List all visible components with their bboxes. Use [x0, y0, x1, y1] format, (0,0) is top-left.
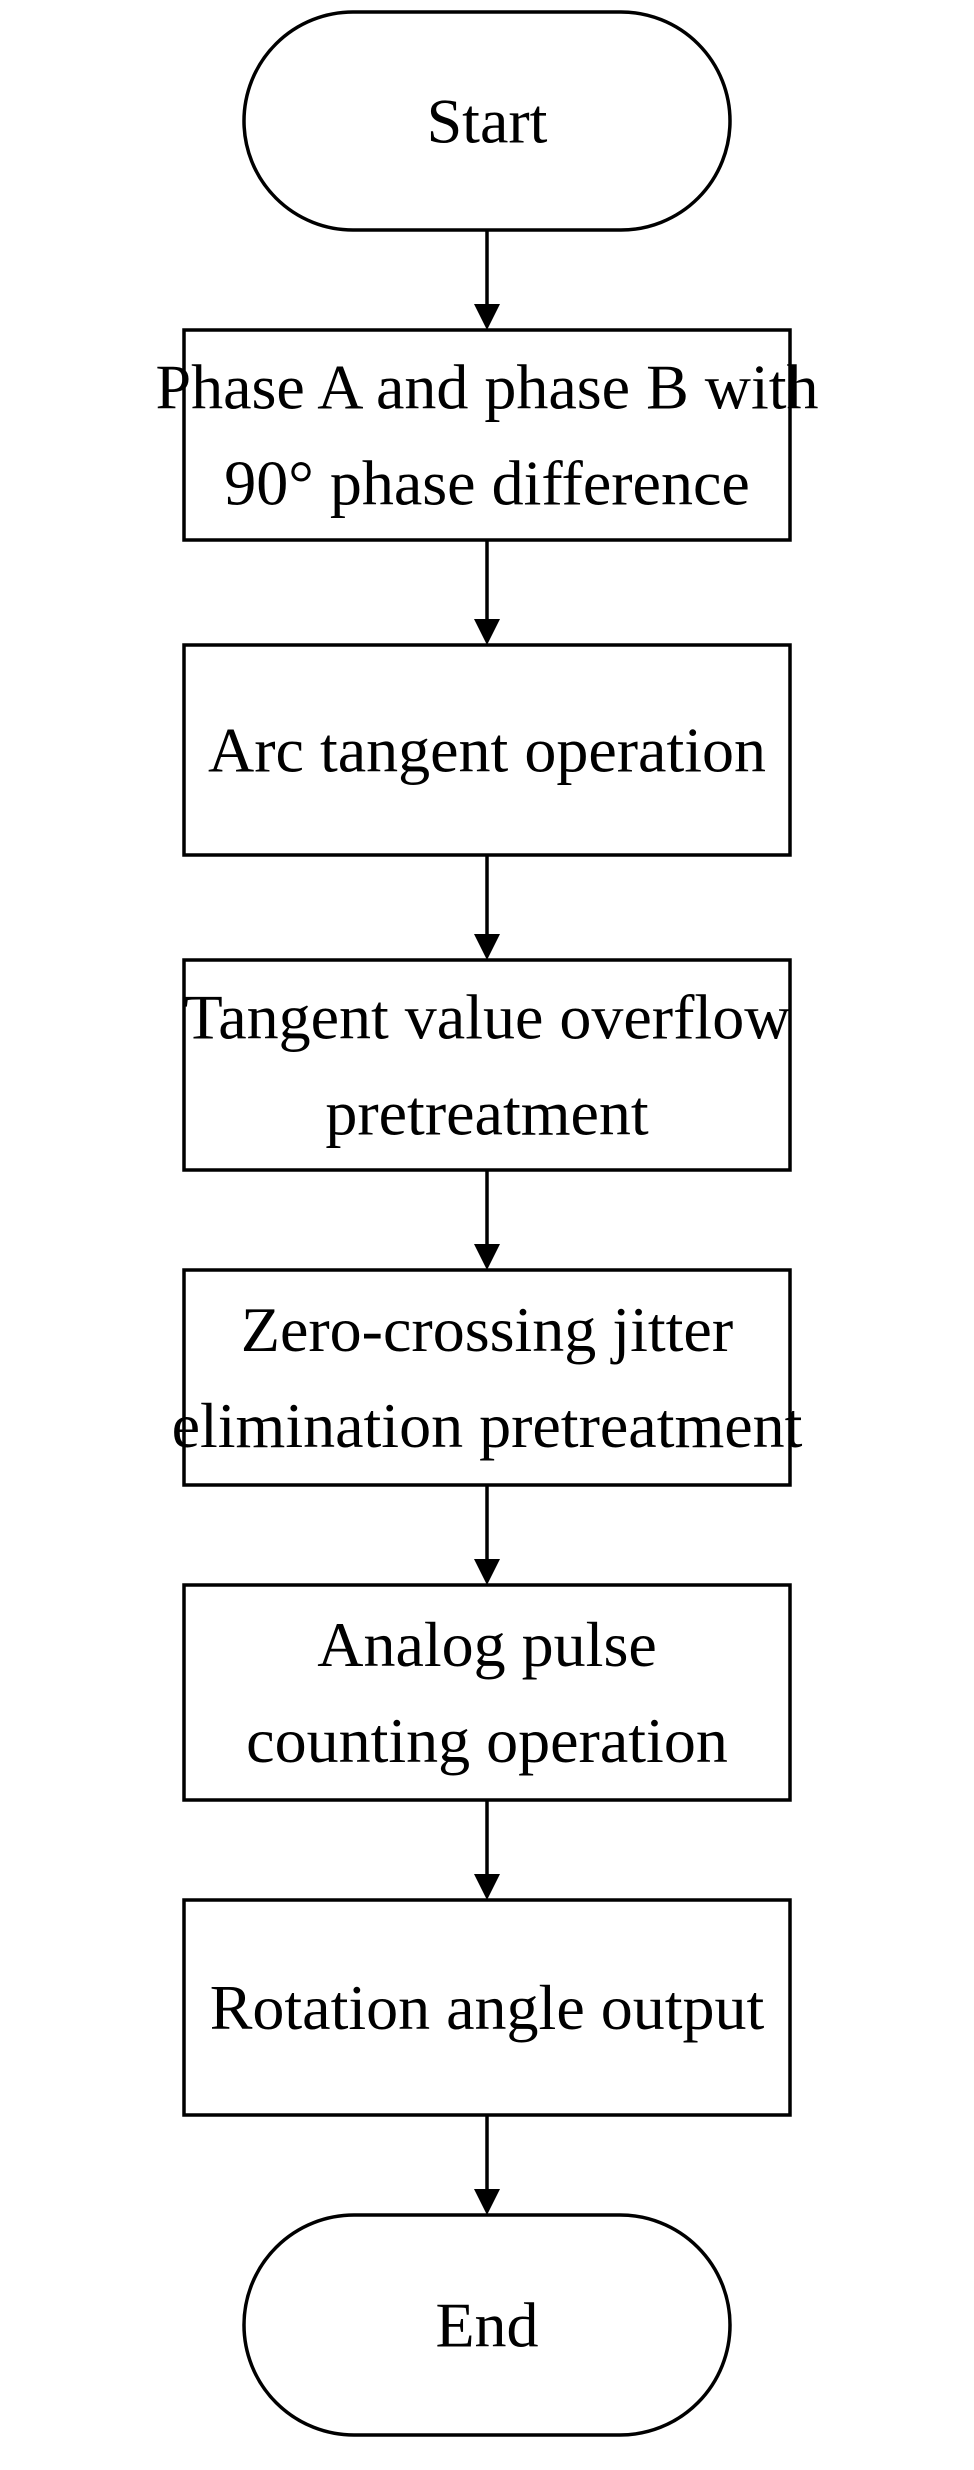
- node-label-line: Start: [427, 86, 548, 157]
- process-box: [182, 1583, 792, 1802]
- arrowhead-icon: [474, 619, 500, 645]
- node-label-line: elimination pretreatment: [172, 1390, 803, 1461]
- node-label-line: Arc tangent operation: [208, 715, 766, 786]
- arrowhead-icon: [474, 1559, 500, 1585]
- arrowhead-icon: [474, 304, 500, 330]
- edge-arrow: [474, 1170, 500, 1270]
- edge-arrow: [474, 540, 500, 645]
- edge-arrow: [474, 1485, 500, 1585]
- process-box: [182, 1268, 792, 1487]
- process-box: [182, 958, 792, 1172]
- node-label-line: Tangent value overflow: [184, 982, 791, 1053]
- node-label-line: Zero-crossing jitter: [241, 1294, 733, 1365]
- node-angle-output: Rotation angle output: [182, 1898, 792, 2117]
- node-overflow: Tangent value overflow pretreatment: [182, 958, 792, 1172]
- node-pulse-counting: Analog pulse counting operation: [182, 1583, 792, 1802]
- flowchart-edges: [474, 230, 500, 2215]
- arrowhead-icon: [474, 1244, 500, 1270]
- node-phase-input: Phase A and phase B with 90° phase differ…: [155, 328, 819, 542]
- arrowhead-icon: [474, 2189, 500, 2215]
- node-end: End: [242, 2213, 732, 2437]
- edge-arrow: [474, 230, 500, 330]
- node-start: Start: [242, 10, 732, 232]
- node-label-line: counting operation: [246, 1705, 728, 1776]
- edge-arrow: [474, 855, 500, 960]
- arrowhead-icon: [474, 934, 500, 960]
- end-terminal: [242, 2213, 732, 2437]
- process-box: [182, 643, 792, 857]
- node-label-line: Phase A and phase B with: [155, 352, 818, 423]
- node-zero-crossing: Zero-crossing jitter elimination pretreat…: [172, 1268, 803, 1487]
- arrowhead-icon: [474, 1874, 500, 1900]
- process-box: [182, 1898, 792, 2117]
- node-label-line: pretreatment: [325, 1078, 649, 1149]
- node-arctan: Arc tangent operation: [182, 643, 792, 857]
- process-box: [182, 328, 792, 542]
- edge-arrow: [474, 1800, 500, 1900]
- node-label-line: Analog pulse: [317, 1609, 657, 1680]
- node-label-line: Rotation angle output: [210, 1972, 765, 2043]
- node-label-line: 90° phase difference: [224, 448, 750, 519]
- node-label-line: End: [435, 2290, 538, 2361]
- start-terminal: [242, 10, 732, 232]
- edge-arrow: [474, 2115, 500, 2215]
